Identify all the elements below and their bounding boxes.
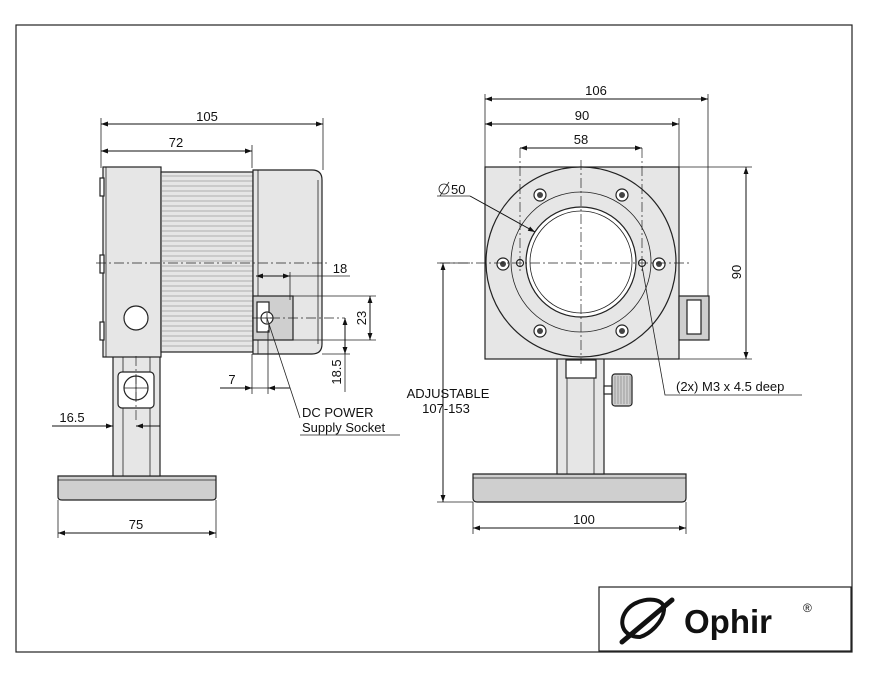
drawing-frame xyxy=(15,24,853,653)
front-base xyxy=(472,473,687,503)
dim-mount-width: 90 xyxy=(575,108,589,123)
front-view: 106 90 58 50 90 ADJUSTABLE 107-153 (2x) … xyxy=(407,83,802,534)
ophir-logo-icon xyxy=(619,597,675,645)
dim-base-width: 100 xyxy=(573,512,595,527)
dim-height: 90 xyxy=(729,265,744,279)
label-supply-socket: Supply Socket xyxy=(302,420,385,435)
dim-aperture: 50 xyxy=(438,181,465,197)
dim-body-length: 72 xyxy=(169,135,183,150)
dim-inner-width: 58 xyxy=(574,132,588,147)
mount-screw-icon xyxy=(533,188,547,202)
dim-connector-depth: 7 xyxy=(228,372,235,387)
side-heatsink xyxy=(160,171,254,353)
mount-screw-icon xyxy=(652,257,666,271)
dim-post-offset: 16.5 xyxy=(59,410,84,425)
side-mount-hole xyxy=(123,305,149,331)
label-dc-power: DC POWER xyxy=(302,405,374,420)
dim-overall-width: 106 xyxy=(585,83,607,98)
label-screws: (2x) M3 x 4.5 deep xyxy=(676,379,784,394)
side-view: 105 72 18 23 18.5 7 16.5 75 DC POWER Sup… xyxy=(52,109,400,538)
side-base xyxy=(57,475,217,501)
logo-box: Ophir ® xyxy=(598,586,852,652)
mount-screw-icon xyxy=(615,324,629,338)
dim-connector-height: 23 xyxy=(354,311,369,325)
dim-connector-offset: 18 xyxy=(333,261,347,276)
label-adjustable: ADJUSTABLE xyxy=(407,386,490,401)
dim-overall-length: 105 xyxy=(196,109,218,124)
mount-screw-icon xyxy=(615,188,629,202)
dim-connector-position: 18.5 xyxy=(329,359,344,384)
logo-trademark: ® xyxy=(803,601,812,615)
dim-aperture-value: 50 xyxy=(451,182,465,197)
logo-brand: Ophir xyxy=(684,603,772,640)
dim-base-length: 75 xyxy=(129,517,143,532)
mount-screw-icon xyxy=(533,324,547,338)
label-adjustable-range: 107-153 xyxy=(422,401,470,416)
mount-screw-icon xyxy=(496,257,510,271)
